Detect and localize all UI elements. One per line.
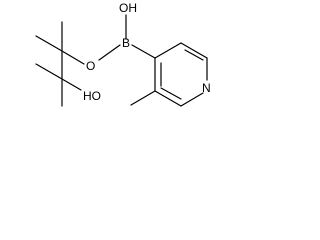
- atom-labels: OH B O HO N: [83, 1, 211, 103]
- atom-label-tertiary-hydroxy: HO: [83, 89, 101, 103]
- bond-c1-methyl-left: [35, 35, 63, 52]
- chemical-structure-diagram: OH B O HO N: [35, 1, 211, 107]
- ring-bond-c4-c5: [154, 42, 182, 59]
- bond-b-c4: [131, 44, 156, 59]
- ring-bond-c2-c3: [154, 90, 182, 107]
- ring-bond-c6-c6-inner: [184, 49, 204, 61]
- ring-bond-c5-c6: [180, 42, 208, 59]
- bond-c2-methyl-left: [35, 63, 63, 80]
- bond-b-o: [98, 44, 121, 61]
- ring-bond-c2-c3-inner: [160, 87, 182, 100]
- bond-c3-methyl: [130, 90, 156, 106]
- atom-label-ester-oxygen: O: [86, 59, 95, 73]
- bond-o-c1: [61, 50, 85, 65]
- bond-c2-oh: [61, 78, 82, 91]
- atom-label-boron: B: [122, 36, 130, 50]
- ring-bond-n-c2: [180, 92, 204, 107]
- atom-label-pyridine-nitrogen: N: [202, 81, 211, 95]
- atom-label-hydroxy-boron: OH: [119, 1, 137, 15]
- bond-lines: [35, 14, 208, 107]
